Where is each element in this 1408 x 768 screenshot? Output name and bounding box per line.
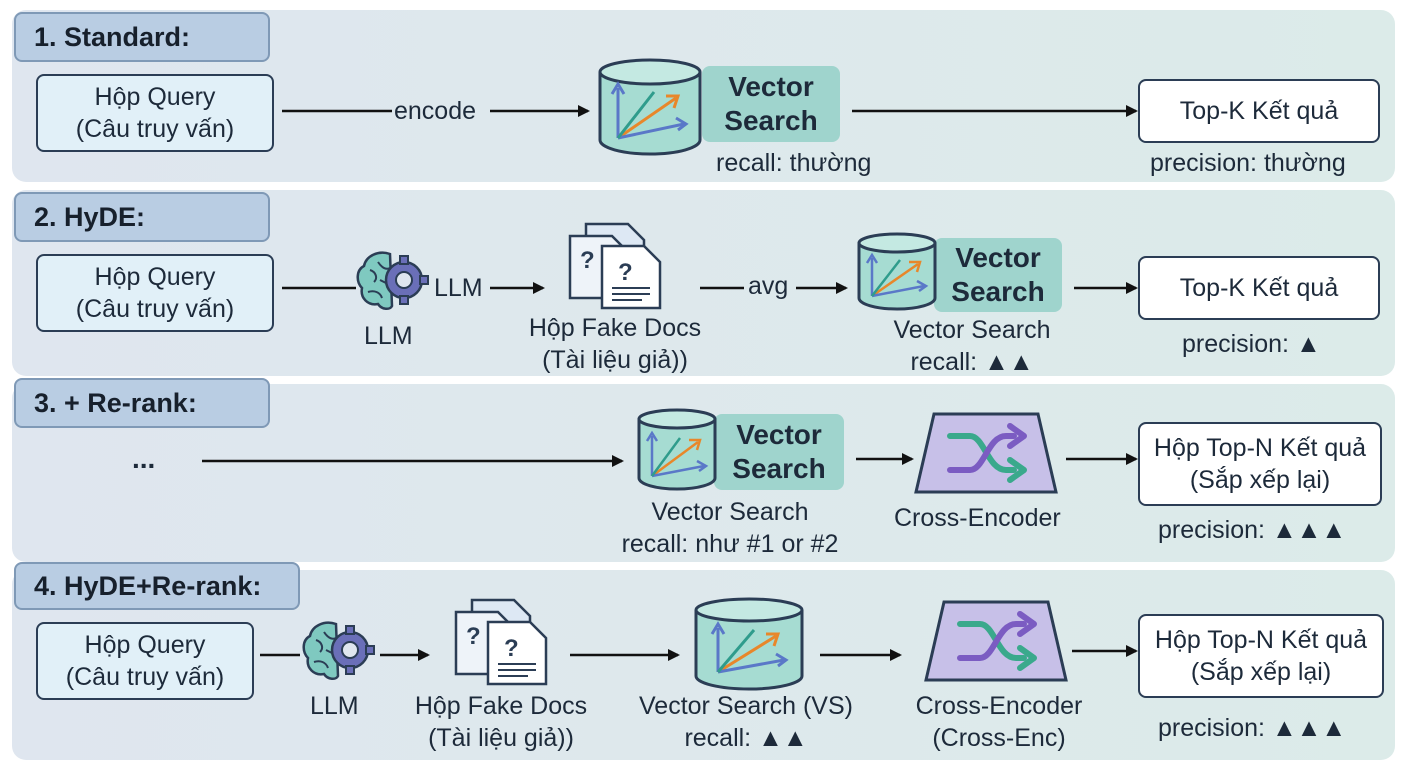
question-documents-icon: ? ? bbox=[454, 598, 548, 686]
query-box: Hộp Query (Câu truy vấn) bbox=[36, 622, 254, 700]
query-box-line2: (Câu truy vấn) bbox=[75, 295, 235, 323]
fake-docs-label: Hộp Fake Docs (Tài liệu giả)) bbox=[520, 312, 710, 376]
arrow-label-encode: encode bbox=[394, 97, 477, 125]
row-title-standard: 1. Standard: bbox=[14, 12, 270, 62]
topk-result-box: Top-K Kết quả bbox=[1138, 256, 1380, 320]
topn-result-line2: (Sắp xếp lại) bbox=[1190, 658, 1332, 686]
cylinder-database-icon bbox=[857, 232, 937, 311]
vector-search-tag-line1: Vector bbox=[728, 71, 814, 102]
vector-search-tag-line2: Search bbox=[951, 276, 1045, 307]
llm-label: LLM bbox=[364, 322, 413, 350]
fake-docs-line2: (Tài liệu giả)) bbox=[542, 346, 688, 374]
cylinder-database-icon bbox=[637, 408, 717, 491]
vector-search-tag-line2: Search bbox=[724, 105, 818, 136]
vector-arrows-icon bbox=[645, 430, 709, 478]
vector-arrows-icon bbox=[865, 252, 929, 298]
cylinder-database-icon bbox=[694, 597, 804, 691]
vector-search-caption-line1: Vector Search (VS) bbox=[639, 692, 853, 720]
vector-search-caption-line1: Vector Search bbox=[651, 498, 809, 526]
svg-text:?: ? bbox=[618, 259, 633, 286]
fake-docs-line1: Hộp Fake Docs bbox=[414, 692, 588, 720]
query-box-line1: Hộp Query bbox=[94, 263, 216, 291]
arrow-label-avg: avg bbox=[748, 272, 789, 300]
row-title-hyde: 2. HyDE: bbox=[14, 192, 270, 242]
vector-search-caption: Vector Search (VS) recall: ▲▲ bbox=[624, 690, 868, 754]
brain-gear-icon bbox=[356, 251, 429, 310]
topn-result-box: Hộp Top-N Kết quả (Sắp xếp lại) bbox=[1138, 614, 1384, 698]
topk-result-label: Top-K Kết quả bbox=[1179, 274, 1339, 302]
ellipsis-label: ... bbox=[132, 443, 156, 474]
query-box: Hộp Query (Câu truy vấn) bbox=[36, 74, 274, 152]
vector-search-caption: Vector Search recall: như #1 or #2 bbox=[608, 496, 852, 560]
svg-text:?: ? bbox=[580, 247, 595, 274]
precision-label: precision: ▲▲▲ bbox=[1158, 714, 1347, 742]
fake-docs-line1: Hộp Fake Docs bbox=[528, 314, 702, 342]
row-title-rerank: 3. + Re-rank: bbox=[14, 378, 270, 428]
recall-label: recall: ▲▲ bbox=[910, 348, 1034, 376]
precision-label: precision: ▲ bbox=[1182, 330, 1321, 358]
topk-result-label: Top-K Kết quả bbox=[1179, 97, 1339, 125]
brain-gear-icon bbox=[302, 621, 375, 680]
row-title-hyde-rerank: 4. HyDE+Re-rank: bbox=[14, 562, 300, 610]
cylinder-database-icon bbox=[598, 58, 702, 156]
vector-arrows-icon bbox=[610, 81, 689, 140]
topn-result-line1: Hộp Top-N Kết quả bbox=[1154, 626, 1368, 654]
cross-encoder-label: Cross-Encoder bbox=[894, 504, 1061, 532]
vector-arrows-icon bbox=[710, 621, 789, 674]
question-documents-icon: ? ? bbox=[568, 222, 662, 310]
cross-encoder-shuffle-icon bbox=[924, 600, 1068, 682]
recall-label: recall: ▲▲ bbox=[684, 724, 808, 752]
shuffle-icon bbox=[947, 423, 1027, 483]
query-box-line2: (Câu truy vấn) bbox=[75, 115, 235, 143]
cross-encoder-line1: Cross-Encoder bbox=[915, 692, 1083, 720]
precision-label: precision: thường bbox=[1150, 149, 1346, 177]
query-box-line2: (Câu truy vấn) bbox=[65, 663, 225, 691]
topn-result-line1: Hộp Top-N Kết quả bbox=[1153, 434, 1367, 462]
svg-text:?: ? bbox=[504, 635, 519, 662]
query-box: Hộp Query (Câu truy vấn) bbox=[36, 254, 274, 332]
vector-search-tag: Vector Search bbox=[714, 414, 844, 490]
vector-search-tag: Vector Search bbox=[702, 66, 840, 142]
fake-docs-line2: (Tài liệu giả)) bbox=[428, 724, 574, 752]
topn-result-box: Hộp Top-N Kết quả (Sắp xếp lại) bbox=[1138, 422, 1382, 506]
vector-search-tag: Vector Search bbox=[934, 238, 1062, 312]
vector-search-tag-line1: Vector bbox=[955, 242, 1041, 273]
cross-encoder-label: Cross-Encoder (Cross-Enc) bbox=[904, 690, 1094, 754]
fake-docs-label: Hộp Fake Docs (Tài liệu giả)) bbox=[404, 690, 598, 754]
vector-search-caption-line1: Vector Search bbox=[893, 316, 1051, 344]
vector-search-caption: Vector Search recall: ▲▲ bbox=[880, 314, 1064, 378]
shuffle-icon bbox=[957, 611, 1037, 671]
svg-text:?: ? bbox=[466, 623, 481, 650]
cross-encoder-line2: (Cross-Enc) bbox=[932, 724, 1066, 752]
recall-label: recall: thường bbox=[716, 149, 872, 177]
arrow-label-llm: LLM bbox=[434, 274, 483, 302]
topn-result-line2: (Sắp xếp lại) bbox=[1189, 466, 1331, 494]
cross-encoder-shuffle-icon bbox=[914, 412, 1058, 494]
llm-label: LLM bbox=[310, 692, 359, 720]
query-box-line1: Hộp Query bbox=[94, 83, 216, 111]
recall-label: recall: như #1 or #2 bbox=[621, 530, 839, 558]
panel-hyde bbox=[12, 190, 1395, 376]
query-box-line1: Hộp Query bbox=[84, 631, 206, 659]
vector-search-tag-line2: Search bbox=[732, 453, 826, 484]
vector-search-tag-line1: Vector bbox=[736, 419, 822, 450]
topk-result-box: Top-K Kết quả bbox=[1138, 79, 1380, 143]
precision-label: precision: ▲▲▲ bbox=[1158, 516, 1347, 544]
